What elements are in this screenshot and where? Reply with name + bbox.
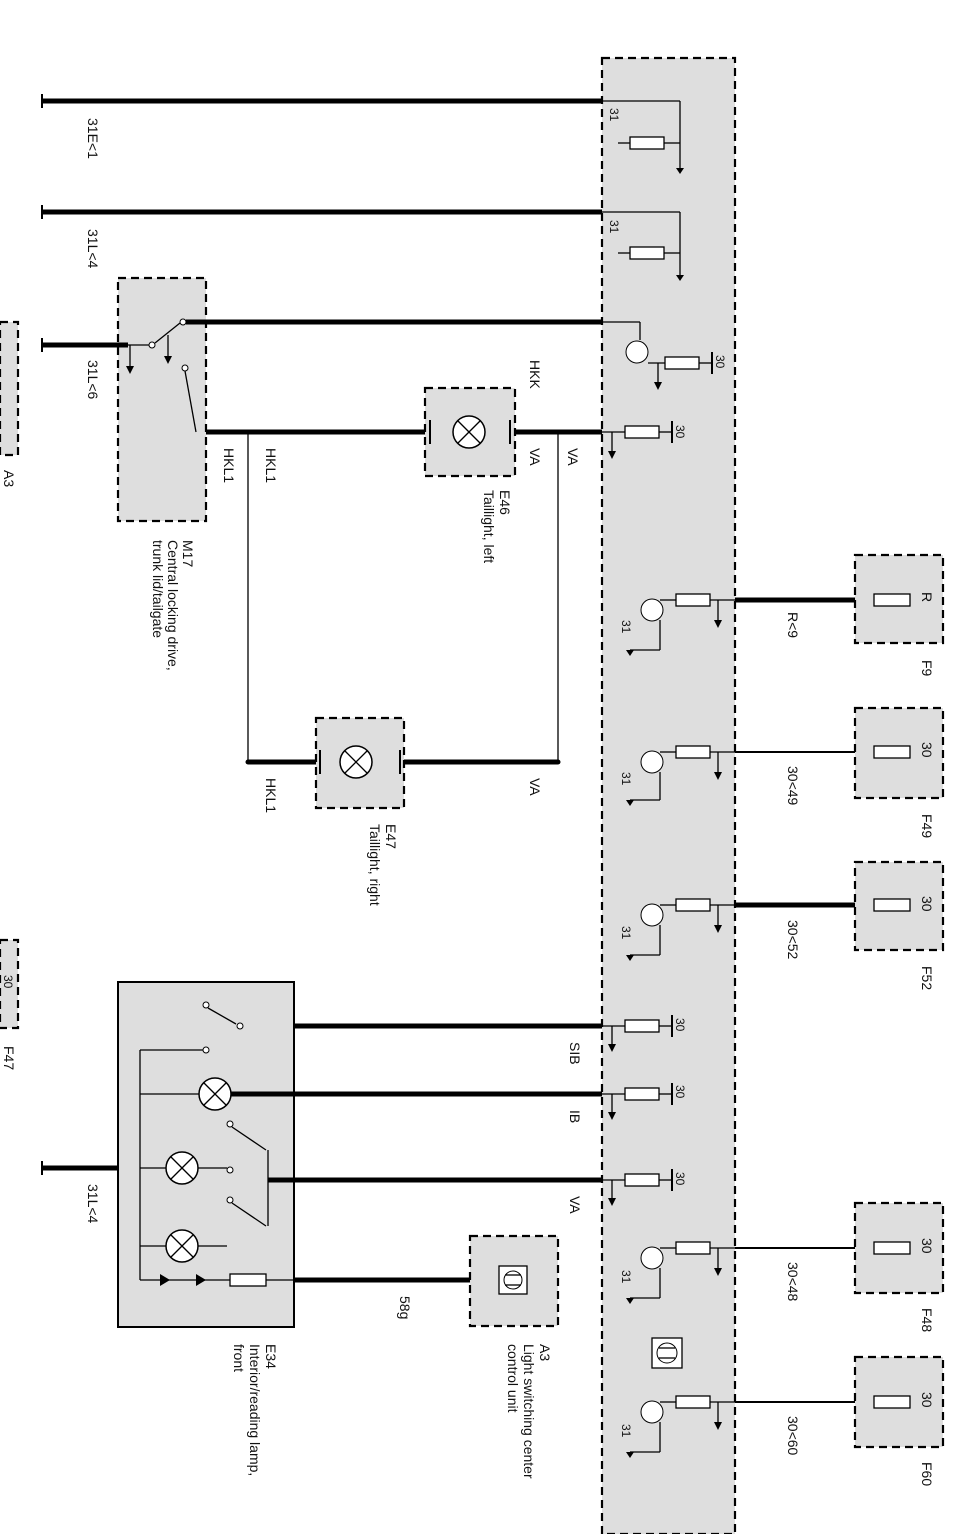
f60-id: F60 bbox=[919, 1462, 935, 1486]
e47-branch bbox=[245, 429, 561, 765]
connector-label-4: 31L<4 bbox=[85, 1184, 101, 1224]
terminal-30-ib: 30 bbox=[673, 1085, 687, 1099]
ground-line-1 bbox=[41, 94, 684, 174]
va-terminal-top bbox=[602, 421, 673, 459]
e46-id: E46 bbox=[497, 490, 513, 515]
e34-box bbox=[117, 981, 295, 1328]
connector-label-2: 31L<4 bbox=[85, 229, 101, 269]
hkl1-label-3: HKL1 bbox=[263, 778, 279, 813]
a3-name-1: Light switching center bbox=[521, 1344, 537, 1479]
f9-id: F9 bbox=[919, 660, 935, 677]
f60-terminal: 30 bbox=[919, 1392, 935, 1408]
f9-circuit bbox=[626, 593, 900, 656]
sib-terminal bbox=[602, 1015, 673, 1052]
f47-id: F47 bbox=[1, 1046, 17, 1070]
va-label-4: VA bbox=[567, 1196, 583, 1214]
e46-lamp-icon bbox=[429, 415, 511, 449]
f9-t31: 31 bbox=[619, 620, 633, 634]
f52-circuit bbox=[626, 898, 900, 961]
e34-name-2: front bbox=[231, 1344, 247, 1372]
f60-t31: 31 bbox=[619, 1424, 633, 1438]
terminal-31-a: 31 bbox=[607, 108, 621, 122]
wire-30-48: 30<48 bbox=[785, 1262, 801, 1302]
f49-t31: 31 bbox=[619, 772, 633, 786]
terminal-30-va-top: 30 bbox=[673, 425, 687, 439]
a3-edge-label: A3 bbox=[1, 470, 17, 487]
sib-label: SIB bbox=[567, 1042, 583, 1065]
f48-id: F48 bbox=[919, 1308, 935, 1332]
e34-name-1: Interior/reading lamp, bbox=[247, 1344, 263, 1476]
terminal-30-sib: 30 bbox=[673, 1018, 687, 1032]
e34-internals bbox=[139, 1001, 294, 1287]
f49-terminal: 30 bbox=[919, 742, 935, 758]
terminal-30-hkk: 30 bbox=[713, 355, 727, 369]
e47-id: E47 bbox=[383, 824, 399, 849]
f47-edge-terminal: 30 bbox=[1, 975, 15, 989]
connector-label-1: 31E<1 bbox=[85, 118, 101, 159]
m17-box bbox=[118, 278, 206, 521]
f60-circuit bbox=[626, 1395, 900, 1458]
m17-id: M17 bbox=[180, 540, 196, 567]
terminal-30-va-bottom: 30 bbox=[673, 1172, 687, 1186]
wire-30-52: 30<52 bbox=[785, 920, 801, 960]
f48-t31: 31 bbox=[619, 1270, 633, 1284]
m17-name-1: Central locking drive, bbox=[165, 540, 181, 671]
hkl1-label-2: HKL1 bbox=[263, 448, 279, 483]
connector-label-3: 31L<6 bbox=[85, 360, 101, 400]
a3-name-2: control unit bbox=[505, 1344, 521, 1413]
f49-id: F49 bbox=[919, 814, 935, 838]
ground-line-2 bbox=[41, 205, 684, 281]
e46-name: Taillight, left bbox=[481, 490, 497, 563]
ib-label: IB bbox=[567, 1110, 583, 1123]
wire-r9: R<9 bbox=[785, 612, 801, 638]
va-label-2: VA bbox=[565, 448, 581, 466]
ib-terminal bbox=[602, 1083, 673, 1120]
va-terminal-bottom bbox=[602, 1169, 673, 1206]
f52-id: F52 bbox=[919, 966, 935, 990]
m17-switch bbox=[41, 318, 197, 433]
control-unit-band-border bbox=[600, 56, 737, 1534]
f9-terminal: R bbox=[919, 592, 935, 602]
a3-edge-box bbox=[0, 322, 18, 455]
f52-terminal: 30 bbox=[919, 896, 935, 912]
f48-terminal: 30 bbox=[919, 1238, 935, 1254]
e47-name: Taillight, right bbox=[367, 824, 383, 906]
control-unit-band bbox=[602, 58, 735, 1534]
va-label-1: VA bbox=[527, 448, 543, 466]
m17-name-2: trunk lid/tailgate bbox=[150, 540, 166, 638]
va-label-3: VA bbox=[527, 778, 543, 796]
wire-30-49: 30<49 bbox=[785, 766, 801, 806]
control-unit-icon bbox=[498, 1265, 528, 1295]
a3-id: A3 bbox=[537, 1344, 553, 1361]
band-control-icon bbox=[651, 1337, 683, 1369]
hkk-transistor bbox=[602, 321, 713, 390]
f52-t31: 31 bbox=[619, 926, 633, 940]
terminal-31-b: 31 bbox=[607, 220, 621, 234]
f47-edge-box bbox=[0, 940, 18, 1028]
wire-30-60: 30<60 bbox=[785, 1416, 801, 1456]
hkl1-label-1: HKL1 bbox=[221, 448, 237, 483]
s58g-label: 58g bbox=[397, 1296, 413, 1319]
e47-lamp-icon bbox=[319, 745, 401, 779]
e34-id: E34 bbox=[263, 1344, 279, 1369]
hkk-label: HKK bbox=[527, 360, 543, 389]
